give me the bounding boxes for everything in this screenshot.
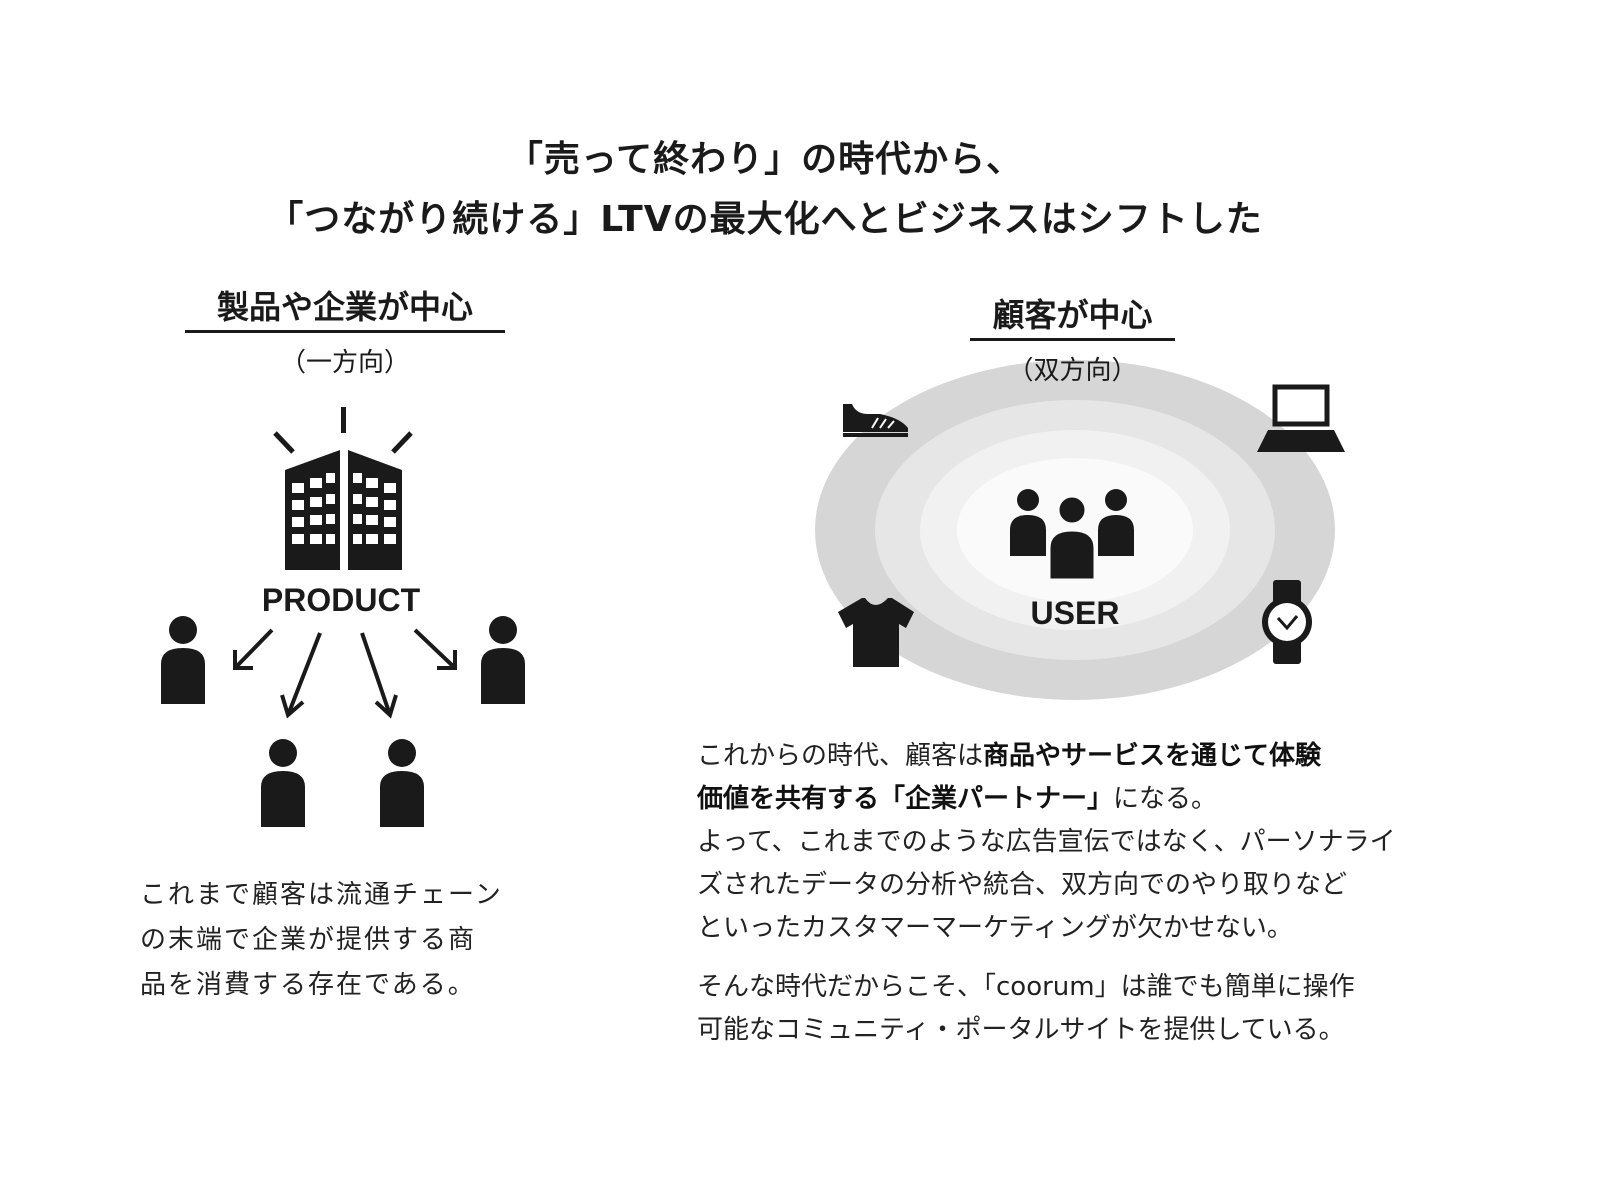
building-icon: [273, 407, 413, 570]
left-paragraph: これまで顧客は流通チェーン の末端で企業が提供する商 品を消費する存在である。: [140, 873, 503, 1008]
watch-icon: [1262, 580, 1312, 664]
text: になる。: [1113, 784, 1218, 814]
product-label: PRODUCT: [262, 582, 421, 618]
arrow-icon: [413, 628, 457, 670]
persons: [161, 616, 525, 827]
person-icon: [161, 616, 205, 704]
text-line: の末端で企業が提供する商: [140, 925, 477, 955]
user-label: USER: [1031, 595, 1120, 631]
paragraph-1: これからの時代、顧客は商品やサービスを通じて体験 価値を共有する「企業パートナー…: [697, 735, 1467, 821]
shoe-icon: [843, 404, 908, 437]
title-line-2: 「つながり続ける」LTVの最大化へとビジネスはシフトした: [267, 199, 1263, 240]
text-line: これまで顧客は流通チェーン: [140, 880, 503, 910]
laptop-icon: [1257, 384, 1345, 452]
title-line-1: 「売って終わり」の時代から、: [506, 139, 1024, 180]
right-paragraph: これからの時代、顧客は商品やサービスを通じて体験 価値を共有する「企業パートナー…: [697, 735, 1467, 1052]
arrow-icon: [360, 632, 398, 719]
text-line: ズされたデータの分析や統合、双方向でのやり取りなど: [697, 870, 1348, 900]
arrow-icon: [233, 628, 274, 670]
text-line: といったカスタマーマーケティングが欠かせない。: [697, 913, 1293, 943]
tshirt-icon: [838, 598, 914, 667]
user-group-icon: [1010, 489, 1134, 582]
text-line: よって、これまでのような広告宣伝ではなく、パーソナライ: [697, 827, 1396, 857]
text: これからの時代、顧客は: [697, 741, 984, 771]
left-subheading: （一方向）: [279, 348, 410, 378]
text-line: 品を消費する存在である。: [140, 970, 476, 1000]
text-line: 可能なコミュニティ・ポータルサイトを提供している。: [697, 1015, 1345, 1045]
bold-text: 価値を共有する「企業パートナー」: [697, 784, 1114, 814]
person-icon: [481, 616, 525, 704]
arrows: [233, 628, 457, 719]
right-heading: 顧客が中心: [970, 290, 1175, 341]
left-heading: 製品や企業が中心: [185, 282, 505, 333]
person-icon: [261, 739, 305, 827]
text-line: そんな時代だからこそ、「coorum」は誰でも簡単に操作: [697, 972, 1355, 1002]
person-icon: [380, 739, 424, 827]
bold-text: 商品やサービスを通じて体験: [983, 741, 1322, 771]
arrow-icon: [280, 632, 322, 719]
right-subheading: （双方向）: [1007, 356, 1138, 386]
